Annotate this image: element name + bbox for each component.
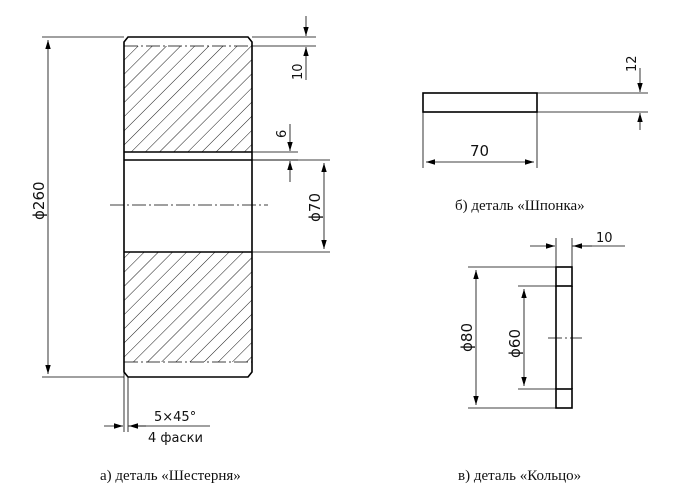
gear-dim-hub: 10 xyxy=(291,63,306,80)
key-drawing: 12 70 б) деталь «Шпонка» xyxy=(422,55,648,214)
gear-dim-bore: ϕ70 xyxy=(306,193,324,222)
gear-dim-outer: ϕ260 xyxy=(30,181,48,220)
ring-caption: в) деталь «Кольцо» xyxy=(458,468,581,484)
ring-dim-inner: ϕ60 xyxy=(506,329,524,358)
gear-chamfer-count: 4 фаски xyxy=(148,431,203,446)
ring-lower-section xyxy=(555,388,573,409)
ring-dim-outer: ϕ80 xyxy=(458,323,476,352)
gear-drawing: ϕ260 ϕ70 10 6 5×45° 4 фаски а) деталь «Ш… xyxy=(30,16,330,484)
ring-dim-width: 10 xyxy=(596,231,613,246)
key-dim-length: 70 xyxy=(470,142,489,160)
key-caption: б) деталь «Шпонка» xyxy=(455,198,585,214)
gear-dim-groove: 6 xyxy=(275,130,290,138)
key-body xyxy=(422,92,538,113)
ring-upper-section xyxy=(555,266,573,287)
ring-drawing: ϕ80 ϕ60 10 в) деталь «Кольцо» xyxy=(458,231,625,484)
gear-upper-section xyxy=(124,46,252,152)
gear-lower-section xyxy=(124,252,252,362)
gear-caption: а) деталь «Шестерня» xyxy=(100,468,241,484)
key-dim-height: 12 xyxy=(625,55,640,72)
gear-chamfer-size: 5×45° xyxy=(154,410,196,425)
